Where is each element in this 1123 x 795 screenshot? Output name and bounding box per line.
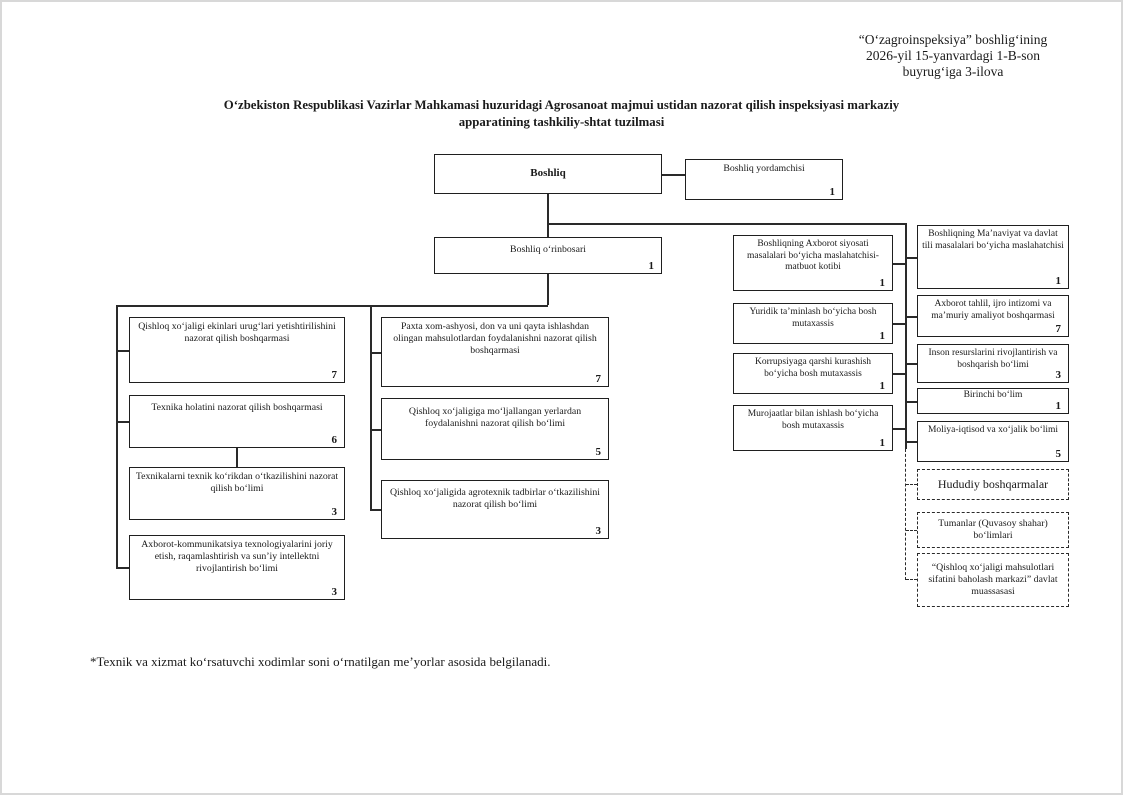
staff-count: 5 <box>595 446 602 458</box>
stub-right-4 <box>906 401 917 403</box>
decree-note-line: buyrug‘iga 3-ilova <box>902 63 1004 79</box>
box-label: Boshliq <box>530 167 566 180</box>
box-label: Texnikalarni texnik ko‘rikdan o‘tkazilis… <box>135 471 339 494</box>
box-label: Qishloq xo‘jaligi ekinlari urug‘lari yet… <box>138 321 336 344</box>
staff-count: 6 <box>331 434 338 446</box>
stub-left-4 <box>116 567 129 569</box>
stub-middle-2 <box>370 429 381 431</box>
org-box-yuridik-taminlash-mutaxassis: Yuridik ta’minlash bo‘yicha bosh mutaxas… <box>733 303 893 344</box>
org-box-birinchi-bolim: Birinchi bo‘lim 1 <box>917 388 1069 414</box>
decree-reference-note: “O‘zagroinspeksiya” boshlig‘ining 2026-y… <box>827 32 1079 80</box>
stub-right-1 <box>906 257 917 259</box>
box-label: Moliya-iqtisod va xo‘jalik bo‘limi <box>927 425 1059 435</box>
staff-count: 5 <box>1055 448 1062 460</box>
staff-count: 1 <box>829 186 836 198</box>
box-label: Yuridik ta’minlash bo‘yicha bosh mutaxas… <box>749 307 877 329</box>
box-label: Inson resurslarini rivojlantirish va bos… <box>928 348 1058 370</box>
connector-branch-right <box>547 223 906 225</box>
org-box-axborot-tahlil-boshqarmasi: Axborot tahlil, ijro intizomi va ma’muri… <box>917 295 1069 337</box>
connector-branch-main <box>116 305 548 307</box>
box-label: “Qishloq xo‘jaligi mahsulotlari sifatini… <box>928 562 1058 597</box>
stub-right-5 <box>906 441 917 443</box>
staff-count: 1 <box>879 277 886 289</box>
staff-count: 1 <box>648 260 655 272</box>
staff-count: 1 <box>879 330 886 342</box>
stub-advisor-3 <box>893 373 905 375</box>
staff-count: 7 <box>595 373 602 385</box>
staff-count: 7 <box>331 369 338 381</box>
box-label: Boshliq o‘rinbosari <box>510 244 586 255</box>
box-label: Axborot tahlil, ijro intizomi va ma’muri… <box>931 299 1055 321</box>
stub-middle-3 <box>370 509 381 511</box>
stub-advisor-1 <box>893 263 905 265</box>
box-label: Boshliqning Axborot siyosati masalalari … <box>747 239 879 273</box>
box-label: Qishloq xo‘jaligida agrotexnik tadbirlar… <box>389 487 601 510</box>
org-box-hududiy-boshqarmalar: Hududiy boshqarmalar <box>917 469 1069 500</box>
stub-right-3 <box>906 363 917 365</box>
staff-count: 7 <box>1055 323 1062 335</box>
box-label: Qishloq xo‘jaligiga mo‘ljallangan yerlar… <box>408 406 582 429</box>
staff-count: 3 <box>1055 369 1062 381</box>
org-box-texnik-korik-bolimi: Texnikalarni texnik ko‘rikdan o‘tkazilis… <box>129 467 345 520</box>
org-box-axborot-kommunikatsiya-bolimi: Axborot-kommunikatsiya texnologiyalarini… <box>129 535 345 600</box>
box-label: Texnika holatini nazorat qilish boshqarm… <box>151 402 323 413</box>
staff-count: 3 <box>595 525 602 537</box>
connector-right-spine <box>905 223 907 449</box>
connector-middle-spine <box>370 305 372 510</box>
org-box-korrupsiyaga-qarshi-mutaxassis: Korrupsiyaga qarshi kurashish bo‘yicha b… <box>733 353 893 394</box>
org-box-boshliq: Boshliq <box>434 154 662 194</box>
connector-right-spine-dashed <box>905 449 906 580</box>
org-box-paxta-don-boshqarmasi: Paxta xom-ashyosi, don va uni qayta ishl… <box>381 317 609 387</box>
box-label: Korrupsiyaga qarshi kurashish bo‘yicha b… <box>754 357 872 379</box>
org-box-inson-resurslari-bolimi: Inson resurslarini rivojlantirish va bos… <box>917 344 1069 383</box>
staff-count: 1 <box>879 437 886 449</box>
connector-left-2-to-3 <box>236 448 238 467</box>
decree-note-line: 2026-yil 15-yanvardagi 1-B-son <box>866 47 1040 63</box>
stub-right-2 <box>906 316 917 318</box>
staff-count: 1 <box>879 380 886 392</box>
stub-advisor-2 <box>893 323 905 325</box>
box-label: Axborot-kommunikatsiya texnologiyalarini… <box>141 539 333 574</box>
connector-orinbosari-down <box>547 274 549 305</box>
box-label: Boshliqning Ma’naviyat va davlat tili ma… <box>922 229 1064 251</box>
stub-dashed-1 <box>906 484 917 485</box>
staff-count: 1 <box>1055 400 1062 412</box>
box-label: Murojaatlar bilan ishlash bo‘yicha bosh … <box>747 409 879 431</box>
connector-boshliq-yordamchi <box>662 174 685 176</box>
stub-middle-1 <box>370 352 381 354</box>
org-box-tumanlar-bolimlari: Tumanlar (Quvasoy shahar) bo‘limlari <box>917 512 1069 548</box>
staff-count: 3 <box>331 586 338 598</box>
org-box-agrotexnik-tadbirlar-bolimi: Qishloq xo‘jaligida agrotexnik tadbirlar… <box>381 480 609 539</box>
staff-count: 1 <box>1055 275 1062 287</box>
org-box-boshliq-orinbosari: Boshliq o‘rinbosari 1 <box>434 237 662 274</box>
connector-boshliq-down <box>547 194 549 237</box>
stub-dashed-3 <box>906 579 917 580</box>
stub-left-1 <box>116 350 129 352</box>
org-box-sifat-baholash-markazi: “Qishloq xo‘jaligi mahsulotlari sifatini… <box>917 553 1069 607</box>
page-title: O‘zbekiston Respublikasi Vazirlar Mahkam… <box>223 98 900 129</box>
org-box-urug-nazorat-boshqarmasi: Qishloq xo‘jaligi ekinlari urug‘lari yet… <box>129 317 345 383</box>
org-box-manaviyat-maslahatchisi: Boshliqning Ma’naviyat va davlat tili ma… <box>917 225 1069 289</box>
org-box-texnika-holati-boshqarmasi: Texnika holatini nazorat qilish boshqarm… <box>129 395 345 448</box>
decree-note-line: “O‘zagroinspeksiya” boshlig‘ining <box>858 32 1048 47</box>
box-label: Boshliq yordamchisi <box>723 163 805 174</box>
stub-left-2 <box>116 421 129 423</box>
org-box-axborot-siyosati-maslahatchisi: Boshliqning Axborot siyosati masalalari … <box>733 235 893 291</box>
staff-count: 3 <box>331 506 338 518</box>
stub-dashed-2 <box>906 530 917 531</box>
org-box-yerlardan-foydalanish-bolimi: Qishloq xo‘jaligiga mo‘ljallangan yerlar… <box>381 398 609 460</box>
stub-advisor-4 <box>893 428 905 430</box>
footnote: *Texnik va xizmat ko‘rsatuvchi xodimlar … <box>90 654 551 669</box>
box-label: Tumanlar (Quvasoy shahar) bo‘limlari <box>938 518 1048 541</box>
box-label: Birinchi bo‘lim <box>963 390 1023 400</box>
connector-left-spine <box>116 305 118 568</box>
org-box-moliya-iqtisod-bolimi: Moliya-iqtisod va xo‘jalik bo‘limi 5 <box>917 421 1069 462</box>
org-box-murojaatlar-mutaxassis: Murojaatlar bilan ishlash bo‘yicha bosh … <box>733 405 893 451</box>
org-box-boshliq-yordamchisi: Boshliq yordamchisi 1 <box>685 159 843 200</box>
box-label: Hududiy boshqarmalar <box>937 477 1049 492</box>
box-label: Paxta xom-ashyosi, don va uni qayta ishl… <box>393 321 597 356</box>
